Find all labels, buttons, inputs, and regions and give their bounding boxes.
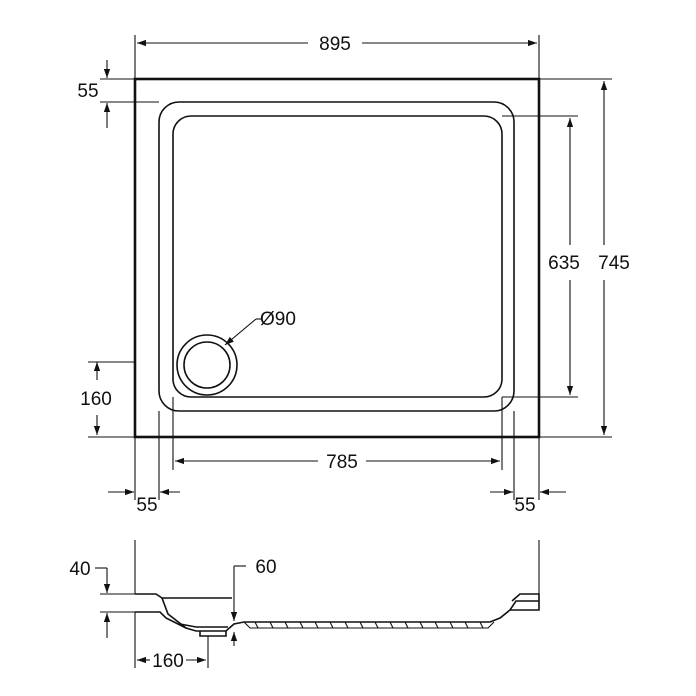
dim-overall-depth: 745 [598,253,630,274]
dim-section-waste-offset: 160 [152,651,184,672]
dim-rim-left: 55 [136,495,157,516]
tray-section-profile [135,593,540,632]
waste-outlet-inner [183,341,231,389]
dim-overall-width: 895 [319,34,351,55]
dim-inner-depth: 635 [548,253,580,274]
basin-floor-edge [172,115,503,398]
tray-underside-ribs [243,621,495,629]
dim-section-depth: 60 [255,557,276,578]
dim-waste-diameter: Ø90 [260,309,296,330]
dim-rim-height: 40 [69,559,90,580]
dim-rim-top: 55 [77,81,98,102]
basin-outer-edge [158,101,515,412]
section-view: 40 60 160 [69,540,540,672]
dim-inner-width: 785 [326,452,358,473]
waste-outlet-outer [176,334,238,396]
plan-view: 895 745 635 785 55 55 55 160 Ø90 [77,34,629,516]
dim-waste-offset: 160 [80,389,112,410]
dim-rim-right: 55 [514,495,535,516]
tray-outer-outline [133,77,541,439]
waste-leader-line [224,318,257,346]
